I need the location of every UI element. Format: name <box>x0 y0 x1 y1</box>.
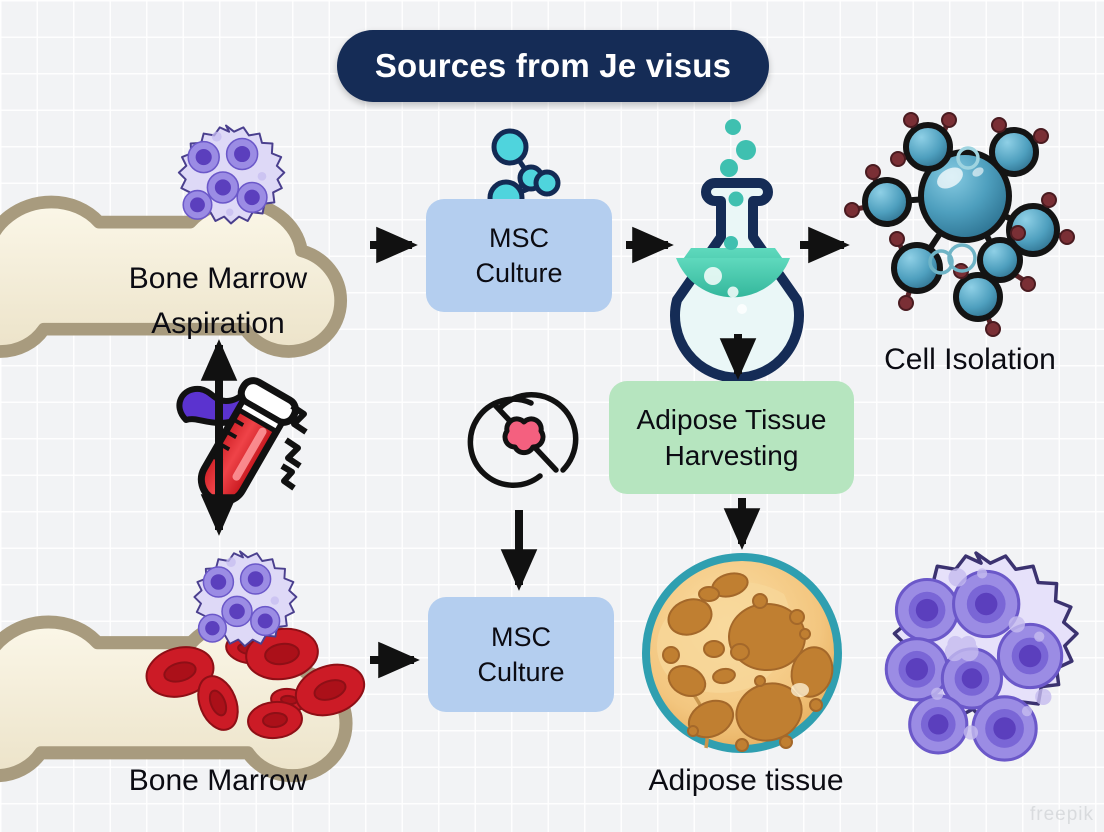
stem-cell-cluster-bottom-illustration <box>193 550 298 648</box>
node-msc-culture-bottom-line1: MSC <box>491 621 551 652</box>
node-msc-culture-top-line2: Culture <box>475 257 563 288</box>
label-adipose-tissue: Adipose tissue <box>648 764 844 797</box>
node-msc-culture-top-line1: MSC <box>489 222 549 253</box>
node-msc-culture-bottom[interactable]: MSC Culture <box>428 597 614 712</box>
node-adipose-tissue-harvesting[interactable]: Adipose Tissue Harvesting <box>609 381 854 494</box>
node-msc-culture-top[interactable]: MSC Culture <box>426 199 612 312</box>
molecule-large-illustration <box>844 112 1075 337</box>
title-banner: Sources from Je visus <box>337 30 769 102</box>
blood-tube-illustration <box>176 377 308 505</box>
stem-cell-cluster-right-illustration <box>884 551 1079 762</box>
label-cell-isolation: Cell Isolation <box>884 343 1056 376</box>
node-adipose-line2: Harvesting <box>664 439 799 471</box>
label-bone-marrow-aspiration-line2: Aspiration <box>151 307 285 340</box>
label-bone-marrow: Bone Marrow <box>128 764 308 797</box>
node-msc-culture-bottom-line2: Culture <box>477 656 565 687</box>
petri-cell-icon-illustration <box>467 392 579 488</box>
flask-illustration <box>670 119 804 383</box>
stem-cell-cluster-top-illustration <box>177 124 286 225</box>
arrow-layer <box>200 226 850 679</box>
bone-bottom-illustration <box>0 615 366 783</box>
node-adipose-line1: Adipose Tissue <box>636 403 827 435</box>
watermark: freepik <box>1029 804 1094 825</box>
label-bone-marrow-aspiration: Bone Marrow Aspiration <box>60 256 376 346</box>
label-bone-marrow-aspiration-line1: Bone Marrow <box>128 262 308 295</box>
adipocyte-illustration <box>642 553 842 753</box>
red-blood-cells <box>145 627 366 740</box>
page-title: Sources from Je visus <box>374 47 732 84</box>
